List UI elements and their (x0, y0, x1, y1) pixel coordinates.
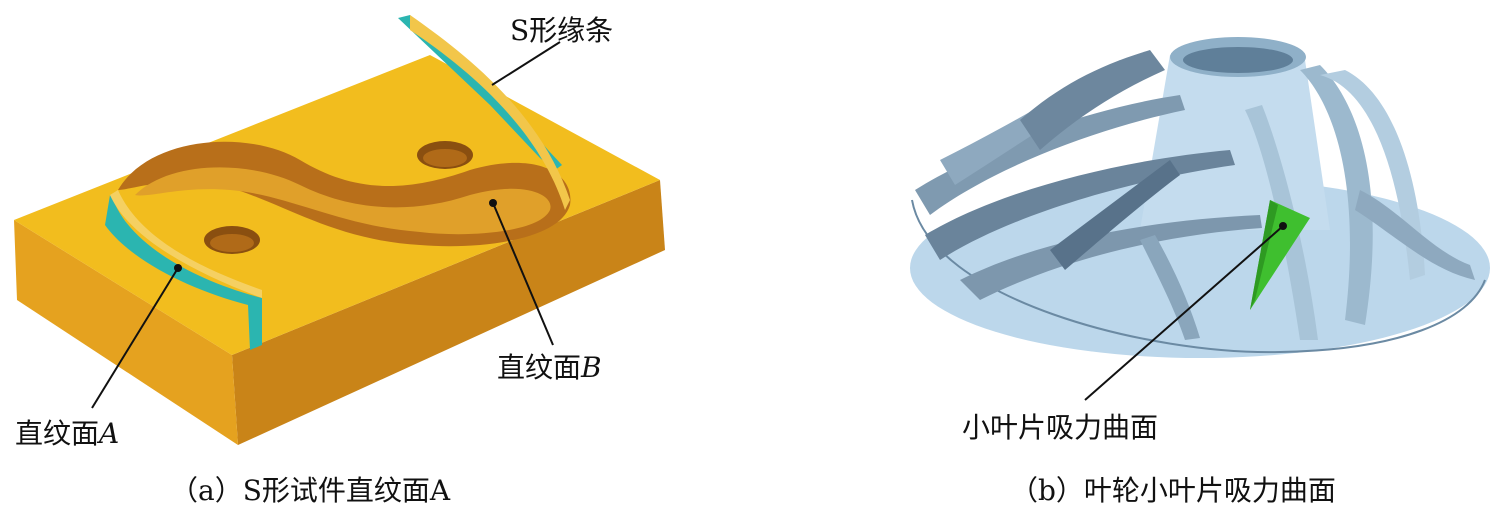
block-front-face (14, 220, 238, 445)
panel-b: 小叶片吸力曲面 （b）叶轮小叶片吸力曲面 (910, 37, 1490, 507)
leader-ruled-b (492, 202, 554, 346)
suction-surface-shade (1250, 200, 1278, 310)
impeller-base-rim (911, 199, 1486, 354)
s-strip-lower-ruled-a (105, 195, 262, 350)
leader-ruled-a (91, 267, 179, 409)
blade-11 (1140, 235, 1200, 340)
s-strip-lower-edge (110, 190, 262, 298)
leader-suction-surface (1084, 225, 1284, 401)
blade-1 (915, 95, 1185, 215)
panel-a: S形缘条 直纹面B 直纹面A （a）S形试件直纹面A (14, 14, 665, 507)
hub-top-inner (1183, 47, 1293, 73)
blade-5 (960, 215, 1262, 300)
impeller-hub (1140, 55, 1330, 230)
blade-9 (1355, 190, 1475, 280)
leader-s-strip (491, 41, 561, 86)
blade-3 (1020, 50, 1165, 150)
caption-a: （a）S形试件直纹面A (170, 474, 451, 507)
block-right-face (232, 180, 665, 445)
label-suction-surface: 小叶片吸力曲面 (962, 411, 1158, 444)
s-strip-upper (398, 15, 562, 170)
hole-left-inner (210, 234, 254, 252)
hole-right-inner (423, 149, 467, 167)
blade-7 (1300, 65, 1373, 325)
blade-8 (1320, 70, 1425, 280)
caption-b: （b）叶轮小叶片吸力曲面 (1010, 474, 1336, 507)
label-ruled-b: 直纹面B (497, 351, 602, 384)
s-strip-upper-edge (410, 15, 570, 210)
impeller-base-disc (910, 178, 1490, 358)
label-s-strip: S形缘条 (510, 14, 613, 47)
label-ruled-a: 直纹面A (15, 417, 119, 450)
s-channel-floor (135, 167, 551, 235)
blade-10 (1050, 160, 1180, 270)
